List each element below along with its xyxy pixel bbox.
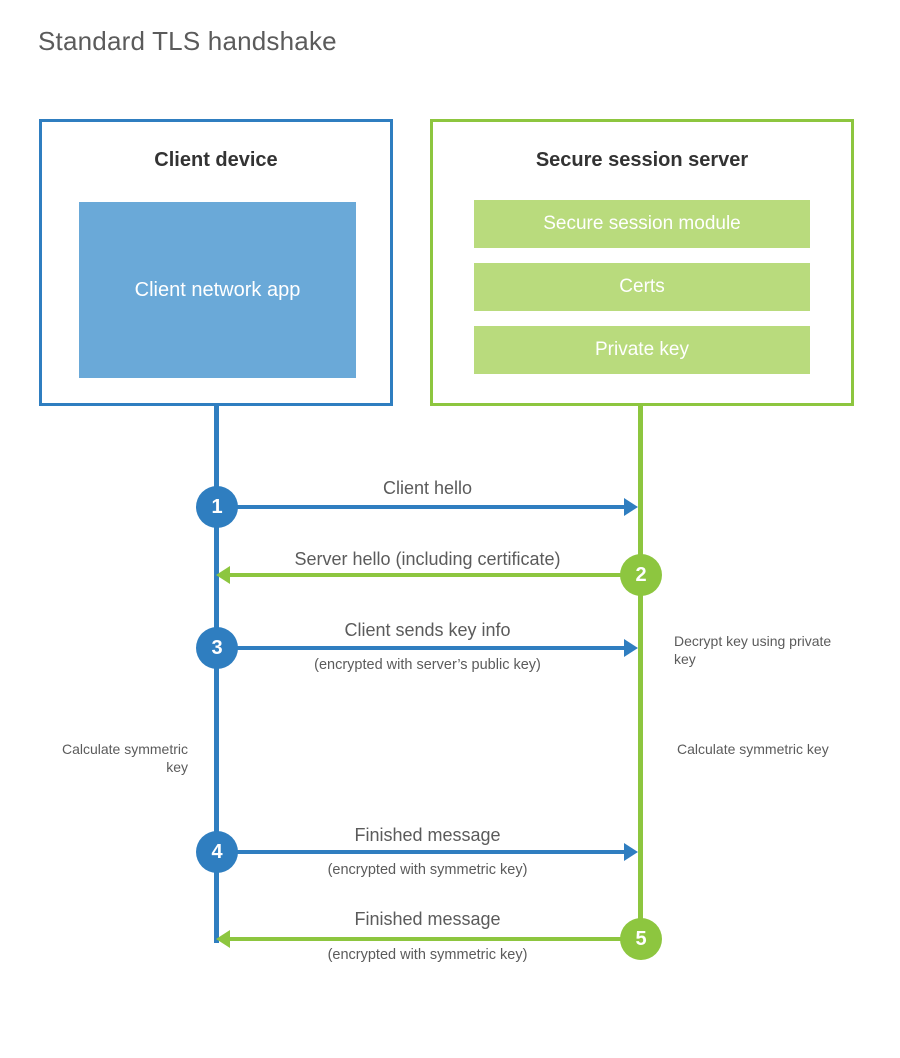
step-4-arrow-head-right-icon bbox=[624, 843, 638, 861]
step-circle-3: 3 bbox=[196, 627, 238, 669]
step-circle-5: 5 bbox=[620, 918, 662, 960]
step-2-arrow-line bbox=[230, 573, 624, 577]
step-circle-2: 2 bbox=[620, 554, 662, 596]
step-1-arrow-head-right-icon bbox=[624, 498, 638, 516]
step-1-message-label: Client hello bbox=[382, 478, 473, 498]
step-5-arrow-head-left-icon bbox=[216, 930, 230, 948]
step-2-arrow-head-left-icon bbox=[216, 566, 230, 584]
step-4-arrow-line bbox=[217, 850, 624, 854]
client-device-box: Client device Client network app bbox=[39, 119, 393, 406]
step-4-message-sublabel: (encrypted with symmetric key) bbox=[327, 862, 528, 878]
step-3-message-sublabel: (encrypted with server’s public key) bbox=[314, 657, 541, 673]
server-component-private-key: Private key bbox=[474, 326, 810, 374]
step-5-message-label: Finished message bbox=[354, 909, 501, 929]
step-circle-1: 1 bbox=[196, 486, 238, 528]
step-circle-4: 4 bbox=[196, 831, 238, 873]
step-3-arrow-line bbox=[217, 646, 624, 650]
note-server-calculate-symmetric-key: Calculate symmetric key bbox=[677, 741, 829, 757]
server-component-certs: Certs bbox=[474, 263, 810, 311]
client-lifeline bbox=[214, 406, 219, 943]
note-decrypt-key: Decrypt key using private key bbox=[674, 633, 832, 667]
step-5-message-sublabel: (encrypted with symmetric key) bbox=[327, 947, 528, 963]
server-lifeline bbox=[638, 406, 643, 943]
secure-session-server-box: Secure session server Secure session mod… bbox=[430, 119, 854, 406]
page-title: Standard TLS handshake bbox=[38, 26, 337, 56]
step-1-arrow-line bbox=[217, 505, 624, 509]
client-network-app-block: Client network app bbox=[79, 202, 356, 378]
server-component-secure-session-module: Secure session module bbox=[474, 200, 810, 248]
step-3-arrow-head-right-icon bbox=[624, 639, 638, 657]
client-device-title: Client device bbox=[154, 149, 278, 171]
step-2-message-label: Server hello (including certificate) bbox=[294, 549, 561, 569]
step-3-message-label: Client sends key info bbox=[344, 620, 511, 640]
step-4-message-label: Finished message bbox=[354, 825, 501, 845]
note-client-calculate-symmetric-key: Calculate symmetric key bbox=[61, 741, 188, 775]
secure-session-server-title: Secure session server bbox=[535, 149, 749, 171]
step-5-arrow-line bbox=[230, 937, 624, 941]
